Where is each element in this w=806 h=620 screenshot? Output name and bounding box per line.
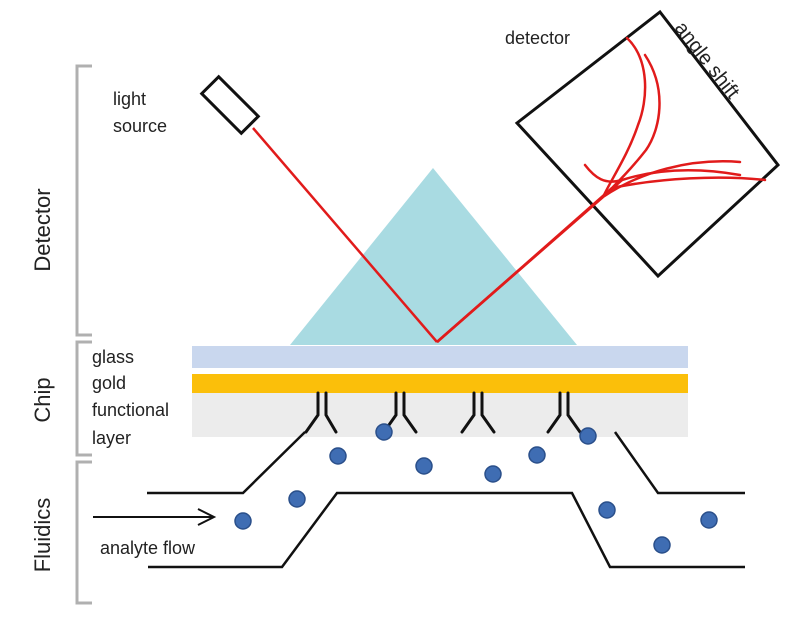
analyte-molecule	[234, 512, 252, 530]
analyte-molecule	[598, 501, 616, 519]
analyte-molecule	[415, 457, 433, 475]
prism	[290, 168, 577, 345]
gold-layer	[192, 374, 688, 393]
fluidics-bracket	[75, 460, 92, 605]
functional-label: functional	[92, 400, 169, 420]
gold-label: gold	[92, 373, 126, 393]
functional-layer	[192, 393, 688, 437]
spr-curves	[583, 36, 767, 201]
spr-curve-3	[583, 163, 742, 183]
section-label-fluidics: Fluidics	[30, 498, 55, 573]
light-source-label-line1: light	[113, 89, 146, 109]
fluidics-channel	[147, 431, 745, 569]
analyte-flow-arrow	[93, 508, 217, 526]
antibody	[460, 391, 496, 434]
section-label-detector: Detector	[30, 188, 55, 271]
analyte-molecules	[234, 423, 718, 554]
antibody	[546, 391, 582, 434]
analyte-molecule	[700, 511, 718, 529]
glass-label: glass	[92, 347, 134, 367]
analyte-molecule	[375, 423, 393, 441]
light-source-icon	[199, 74, 261, 136]
analyte-molecule	[579, 427, 597, 445]
channel-bottom-wall	[148, 491, 745, 569]
chip-bracket	[75, 340, 92, 457]
section-label-chip: Chip	[30, 377, 55, 422]
antibody	[304, 391, 338, 434]
incident-beam	[252, 127, 438, 343]
analyte-molecule	[288, 490, 306, 508]
layer-label: layer	[92, 428, 131, 448]
analyte-flow-label: analyte flow	[100, 538, 196, 558]
analyte-molecule	[528, 446, 546, 464]
reflected-beams	[436, 179, 623, 343]
channel-top-wall	[147, 431, 745, 495]
section-brackets	[75, 64, 92, 605]
light-source-label-line2: source	[113, 116, 167, 136]
spr-curve-2	[608, 53, 767, 191]
reflected-beam	[436, 179, 623, 343]
antibodies	[304, 391, 582, 434]
analyte-molecule	[329, 447, 347, 465]
detector-box	[514, 9, 781, 279]
analyte-molecule	[484, 465, 502, 483]
detector-bracket	[75, 64, 92, 337]
spr-curve-1	[599, 36, 742, 201]
detector-label: detector	[505, 28, 570, 48]
glass-layer	[192, 346, 688, 368]
analyte-molecule	[653, 536, 671, 554]
